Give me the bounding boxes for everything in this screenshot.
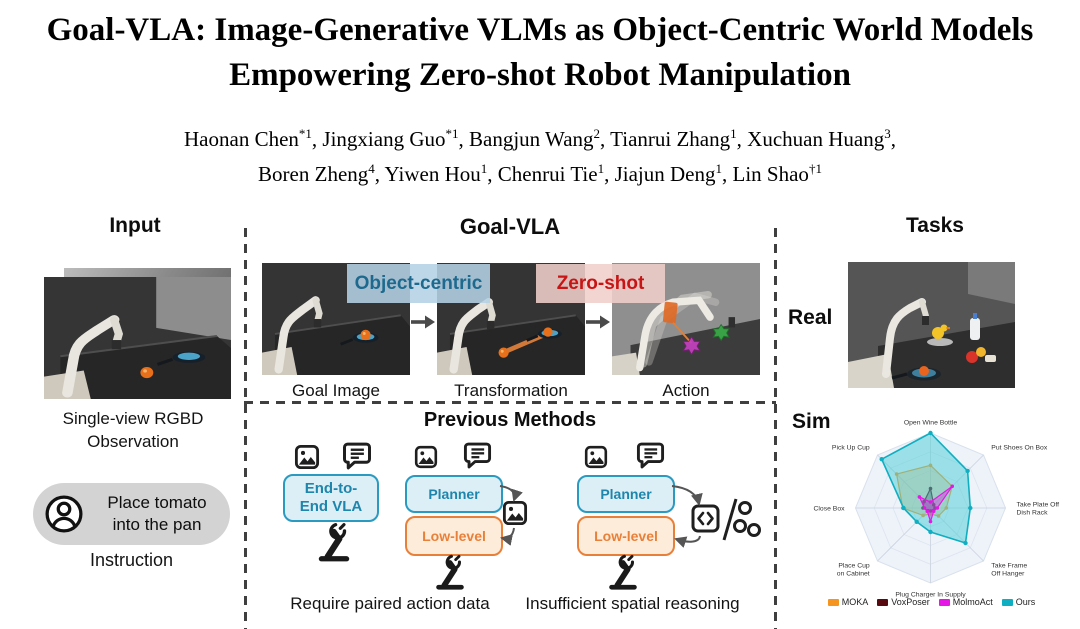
divider-input-goalvla <box>244 228 247 629</box>
real-tasks-scene <box>848 262 1015 388</box>
radar-legend: MOKA VoxPoser MolmoAct Ours <box>789 597 1074 607</box>
divider-previous-methods <box>244 401 776 404</box>
end-to-end-vla-box: End-to-End VLA <box>283 474 379 522</box>
chat-text-icon <box>463 442 492 469</box>
planner-box: Planner <box>577 475 675 513</box>
low-level-box: Low-level <box>577 516 675 556</box>
tasks-header: Tasks <box>906 214 964 237</box>
observation-photo <box>44 277 231 399</box>
legend-swatch <box>827 598 839 606</box>
instruction-text-line2: into the pan <box>112 515 202 534</box>
caption-insufficient-spatial: Insufficient spatial reasoning <box>525 594 740 613</box>
author-line1: Haonan Chen*1, Jingxiang Guo*1, Bangjun … <box>184 126 896 151</box>
observation-caption: Single-view RGBD Observation <box>10 407 256 453</box>
pipeline-label-action: Action <box>662 381 710 400</box>
sim-label: Sim <box>792 410 831 433</box>
legend-label: MolmoAct <box>952 597 993 607</box>
object-centric-badge: Object-centric <box>347 264 490 303</box>
paper-title-line2: Empowering Zero-shot Robot Manipulation <box>229 57 851 93</box>
goal-image-scene <box>262 263 410 375</box>
legend-item-molmoact: MolmoAct <box>938 597 993 607</box>
image-icon <box>584 445 608 469</box>
instruction-caption: Instruction <box>89 550 174 570</box>
radar-axis-label: Plug Charger In Supply <box>895 592 966 599</box>
person-icon <box>45 495 83 533</box>
goal-image-photo <box>262 263 410 375</box>
legend-swatch <box>877 598 889 606</box>
instruction-text: Place tomato into the pan <box>84 492 230 536</box>
legend-swatch <box>1001 598 1013 606</box>
zero-shot-badge: Zero-shot <box>536 264 665 303</box>
planner-box: Planner <box>405 475 503 513</box>
author-list: Haonan Chen*1, Jingxiang Guo*1, Bangjun … <box>0 119 1080 189</box>
real-tasks-photo <box>848 262 1015 388</box>
right-arrow-icon <box>411 315 435 329</box>
pipeline-label-transformation: Transformation <box>454 381 568 400</box>
previous-methods-header: Previous Methods <box>423 409 597 431</box>
input-header: Input <box>109 214 161 237</box>
instruction-bubble: Place tomato into the pan <box>33 483 230 545</box>
real-label: Real <box>788 306 833 329</box>
legend-item-moka: MOKA <box>827 597 869 607</box>
image-icon <box>294 444 320 470</box>
legend-item-ours: Ours <box>1001 597 1036 607</box>
robot-arm-icon <box>431 553 469 591</box>
action-photo <box>612 263 760 375</box>
instruction-text-line1: Place tomato <box>107 493 207 512</box>
radar-axis-label: Pick Up Cup <box>832 445 870 452</box>
code-and-points-icon <box>691 498 761 541</box>
radar-axis-label: Close Box <box>814 506 846 513</box>
observation-caption-line2: Observation <box>87 432 179 451</box>
chat-text-icon <box>343 442 371 470</box>
legend-label: Ours <box>1015 597 1036 607</box>
legend-label: MOKA <box>841 597 869 607</box>
goalvla-header: Goal-VLA <box>459 214 561 239</box>
author-line2: Boren Zheng4, Yiwen Hou1, Chenrui Tie1, … <box>258 161 822 186</box>
legend-label: VoxPoser <box>891 597 930 607</box>
chat-text-icon <box>636 442 665 469</box>
divider-goalvla-tasks <box>774 228 777 629</box>
caption-require-paired: Require paired action data <box>290 594 490 613</box>
right-arrow-icon <box>586 315 610 329</box>
robot-arm-icon <box>604 553 642 591</box>
paper-title-line1: Goal-VLA: Image-Generative VLMs as Objec… <box>46 12 1034 48</box>
observation-caption-line1: Single-view RGBD <box>62 409 204 428</box>
action-scene <box>612 263 760 375</box>
radar-axis-label: Put Shoes On Box <box>991 445 1048 452</box>
legend-item-voxposer: VoxPoser <box>877 597 930 607</box>
pipeline-label-goal-image: Goal Image <box>292 381 380 400</box>
robot-arm-icon <box>313 521 355 563</box>
legend-swatch <box>938 598 950 606</box>
low-level-box: Low-level <box>405 516 503 556</box>
observation-scene <box>44 277 231 399</box>
radar-axis-label: Open Wine Bottle <box>904 420 957 427</box>
image-icon <box>414 445 438 469</box>
image-icon <box>502 500 528 526</box>
